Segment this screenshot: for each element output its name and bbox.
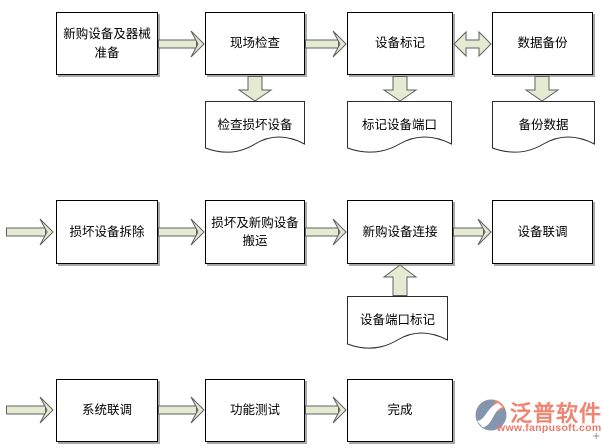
flow-box-function-test-label: 功能测试 <box>229 403 280 418</box>
flow-box-system-debug: 系统联调 <box>56 379 158 442</box>
arrow-entry-row2-icon <box>6 218 54 246</box>
flow-box-prepare: 新购设备及器械 准备 <box>56 12 158 75</box>
flow-box-prepare-label: 新购设备及器械 准备 <box>63 27 151 60</box>
cursor-plus-mark: + <box>592 431 601 442</box>
arrow-system-to-function-icon <box>158 396 205 424</box>
doc-backup-data: 备份数据 <box>492 101 595 158</box>
flow-box-joint-debug-label: 设备联调 <box>517 224 568 239</box>
arrow-inspection-to-marking-icon <box>305 30 347 58</box>
fanpu-logo-icon <box>475 399 507 431</box>
arrow-function-to-done-icon <box>305 396 347 424</box>
flow-box-site-inspection-label: 现场检查 <box>229 36 280 51</box>
arrow-remove-to-transport-icon <box>158 218 205 246</box>
flow-box-connect-new-label: 新购设备连接 <box>362 224 438 239</box>
arrow-portdoc-up-icon <box>382 264 418 296</box>
flow-box-device-marking: 设备标记 <box>347 12 453 75</box>
flow-box-transport-label: 损坏及新购设备 搬运 <box>211 215 299 248</box>
flow-box-done: 完成 <box>347 379 453 442</box>
doc-inspect-damaged: 检查损坏设备 <box>205 101 305 158</box>
flow-box-joint-debug: 设备联调 <box>492 200 593 264</box>
flow-box-system-debug-label: 系统联调 <box>81 403 132 418</box>
fanpu-logo: 泛普软件 www.fanpusoft.com <box>474 396 602 442</box>
doc-port-marking: 设备端口标记 <box>347 296 448 354</box>
arrow-marking-down-icon <box>382 76 418 102</box>
doc-inspect-damaged-label: 检查损坏设备 <box>217 118 293 132</box>
flow-box-data-backup: 数据备份 <box>492 12 593 75</box>
flow-box-done-label: 完成 <box>387 403 413 418</box>
flow-box-device-marking-label: 设备标记 <box>374 36 425 51</box>
arrow-prepare-to-inspection-icon <box>158 30 205 58</box>
doc-mark-ports-label: 标记设备端口 <box>361 118 437 132</box>
arrow-marking-backup-double-icon <box>453 30 492 58</box>
doc-port-marking-label: 设备端口标记 <box>359 313 435 327</box>
fanpu-url-text: www.fanpusoft.com <box>497 422 602 434</box>
flow-box-connect-new: 新购设备连接 <box>347 200 453 264</box>
flow-box-site-inspection: 现场检查 <box>205 12 305 75</box>
flow-box-data-backup-label: 数据备份 <box>517 36 568 51</box>
doc-mark-ports: 标记设备端口 <box>347 101 452 158</box>
flow-box-function-test: 功能测试 <box>205 379 305 442</box>
flow-box-transport: 损坏及新购设备 搬运 <box>205 200 305 264</box>
arrow-backup-down-icon <box>524 76 560 102</box>
arrow-connect-to-joint-icon <box>453 218 492 246</box>
arrow-entry-row3-icon <box>6 396 54 424</box>
fanpu-brand-text: 泛普软件 <box>510 401 602 426</box>
doc-backup-data-label: 备份数据 <box>518 118 569 132</box>
arrow-inspection-down-icon <box>237 76 273 102</box>
flow-box-remove-damaged: 损坏设备拆除 <box>56 200 158 264</box>
arrow-transport-to-connect-icon <box>305 218 347 246</box>
flow-box-remove-damaged-label: 损坏设备拆除 <box>69 224 145 239</box>
